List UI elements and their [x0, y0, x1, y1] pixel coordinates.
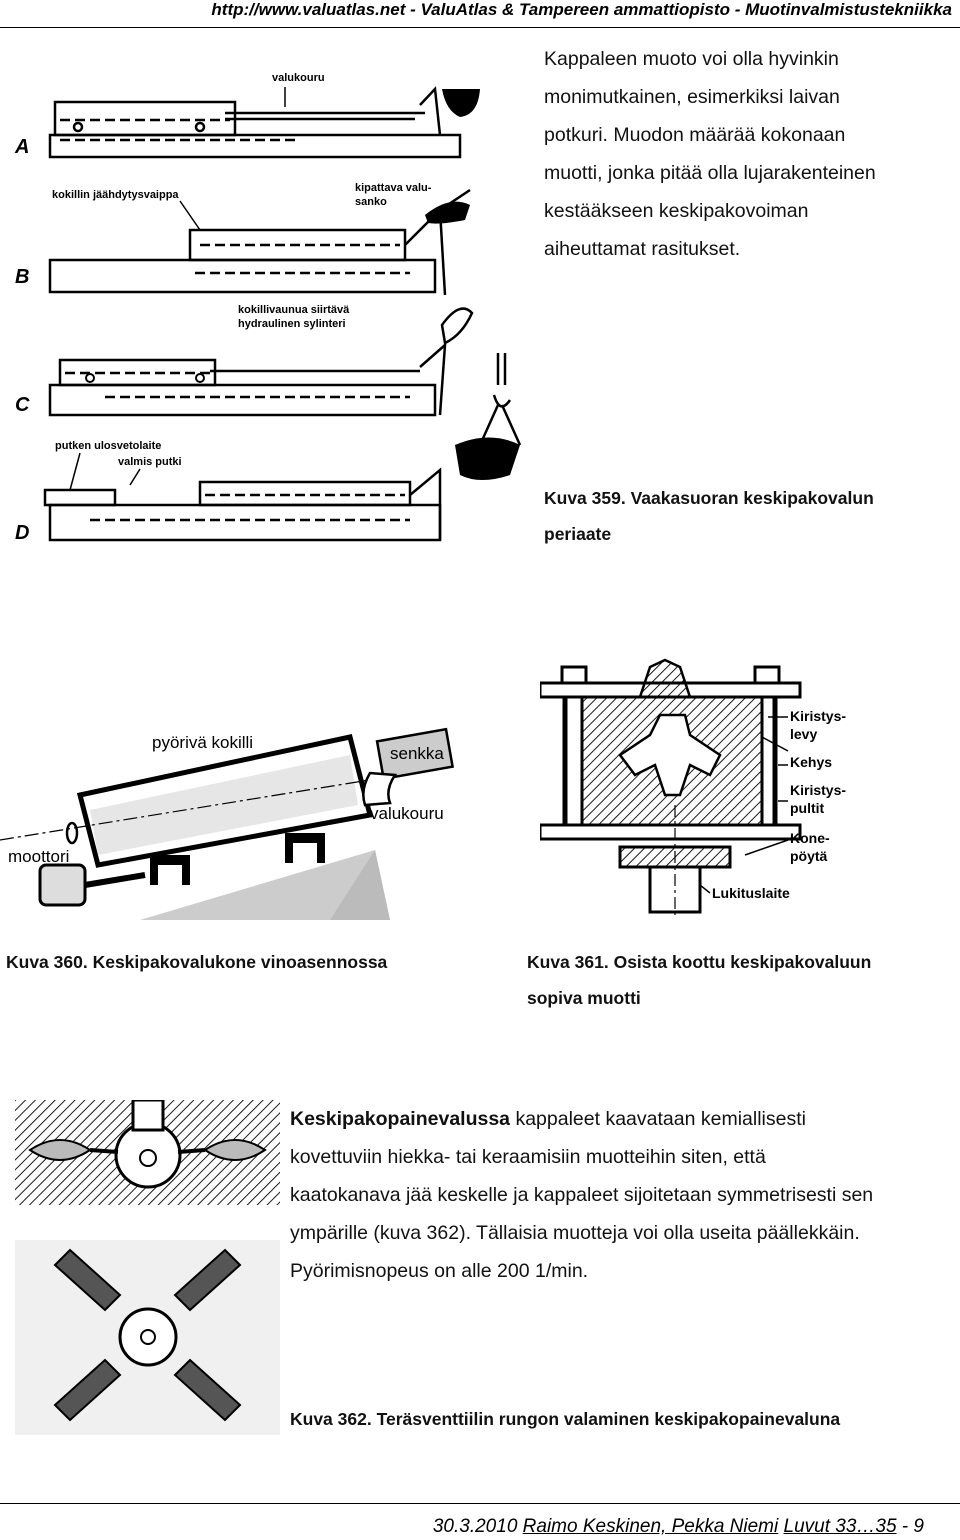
- label-moottori: moottori: [8, 847, 69, 866]
- paragraph-line: kaatokanava jää keskelle ja kappaleet si…: [290, 1184, 874, 1206]
- caption-360: Kuva 360. Keskipakovalukone vinoasennoss…: [6, 952, 388, 972]
- label-valukouru-359: valukouru: [272, 72, 325, 84]
- paragraph-line: kestääkseen keskipakovoiman: [544, 200, 809, 222]
- footer-divider: [0, 1503, 960, 1504]
- paragraph-line: kovettuviin hiekka- tai keraamisiin muot…: [290, 1146, 766, 1168]
- paragraph-line: aiheuttamat rasitukset.: [544, 238, 741, 260]
- caption-362: Kuva 362. Teräsventtiilin rungon valamin…: [290, 1409, 841, 1429]
- caption-line: sopiva muotti: [527, 988, 641, 1008]
- label-kehys: Kehys: [790, 754, 832, 770]
- paragraph-line: potkuri. Muodon määrää kokonaan: [544, 124, 846, 146]
- header-url: http://www.valuatlas.net - ValuAtlas & T…: [211, 0, 952, 19]
- caption-359: Kuva 359. Vaakasuoran keskipakovalun per…: [544, 480, 874, 552]
- paragraph-line: muotti, jonka pitää olla lujarakenteinen: [544, 162, 876, 184]
- caption-line: Kuva 361. Osista koottu keskipakovaluun: [527, 952, 872, 972]
- caption-361: Kuva 361. Osista koottu keskipakovaluun …: [527, 944, 871, 1016]
- header-divider: [0, 27, 960, 28]
- paragraph-line: Pyörimisnopeus on alle 200 1/min.: [290, 1260, 589, 1282]
- figure-360-diagram: pyörivä kokilli senkka valukouru moottor…: [0, 727, 455, 920]
- figure-label-d: D: [15, 522, 29, 544]
- label-kone-1: Kone-: [790, 830, 830, 846]
- paragraph-line: Kappaleen muoto voi olla hyvinkin: [544, 48, 839, 70]
- figure-362-diagram: [15, 1100, 280, 1435]
- footer-authors: Raimo Keskinen, Pekka Niemi: [522, 1516, 779, 1537]
- centrifugal-paragraph: Keskipakopainevalussa kappaleet kaavataa…: [290, 1100, 873, 1290]
- label-hydraulinen-2: hydraulinen sylinteri: [238, 318, 346, 330]
- figure-359-diagram: A valukouru kokillin jäähdytysvaippa kip…: [14, 72, 522, 544]
- label-valukouru-360: valukouru: [370, 804, 444, 823]
- label-kiristys-2: levy: [790, 726, 817, 742]
- label-hydraulinen-1: kokillivaunua siirtävä: [238, 304, 350, 316]
- intro-paragraph: Kappaleen muoto voi olla hyvinkin monimu…: [544, 40, 876, 268]
- figure-label-a: A: [14, 136, 29, 158]
- footer-page-number: 9: [913, 1516, 924, 1537]
- label-pyoriva-kokilli: pyörivä kokilli: [152, 733, 253, 752]
- figure-361-diagram: Kiristys- levy Kehys Kiristys- pultit Ko…: [540, 658, 846, 915]
- footer-separator: -: [896, 1516, 914, 1537]
- label-jaahdytysvaippa: kokillin jäähdytysvaippa: [52, 189, 179, 201]
- caption-line: Kuva 359. Vaakasuoran keskipakovalun: [544, 488, 874, 508]
- figure-label-b: B: [15, 266, 29, 288]
- footer-chapter: Luvut 33…35: [783, 1516, 897, 1537]
- paragraph-line: monimutkainen, esimerkiksi laivan: [544, 86, 840, 108]
- label-kipattava-1: kipattava valu-: [355, 182, 432, 194]
- footer-date: 30.3.2010: [432, 1516, 518, 1537]
- label-senkka: senkka: [390, 744, 444, 763]
- page-footer: 30.3.2010 Raimo Keskinen, Pekka Niemi Lu…: [0, 1516, 924, 1538]
- label-kone-2: pöytä: [790, 848, 828, 864]
- label-ulosvetolaite: putken ulosvetolaite: [55, 440, 161, 452]
- label-valmis-putki: valmis putki: [118, 456, 182, 468]
- caption-line: periaate: [544, 524, 612, 544]
- figure-label-c: C: [15, 394, 30, 416]
- paragraph-line: ympärille (kuva 362). Tällaisia muotteja…: [290, 1222, 860, 1244]
- label-kiristys-1: Kiristys-: [790, 708, 846, 724]
- term-keskipakopainevalussa: Keskipakopainevalussa: [290, 1108, 511, 1130]
- label-pultit-2: pultit: [790, 800, 825, 816]
- label-lukituslaite: Lukituslaite: [712, 885, 790, 901]
- paragraph-text: kappaleet kaavataan kemiallisesti: [510, 1108, 806, 1130]
- label-pultit-1: Kiristys-: [790, 782, 846, 798]
- label-kipattava-2: sanko: [355, 196, 387, 208]
